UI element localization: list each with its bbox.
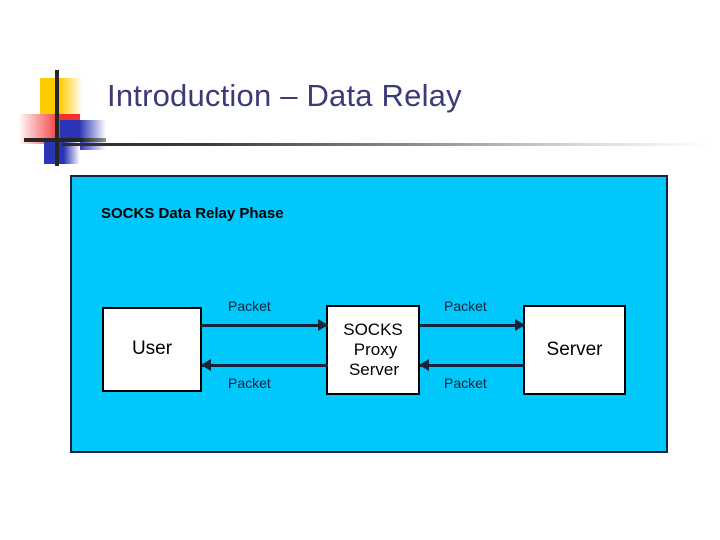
packet-label-user-to-proxy: Packet bbox=[228, 298, 271, 314]
page-title: Introduction – Data Relay bbox=[107, 78, 462, 113]
yellow-square-icon bbox=[40, 78, 82, 120]
arrow-proxy-to-user-shaft bbox=[202, 364, 328, 367]
horizontal-rule-icon bbox=[24, 138, 106, 142]
slide-decor-logo bbox=[18, 70, 106, 166]
packet-label-proxy-to-user: Packet bbox=[228, 375, 271, 391]
packet-label-server-to-proxy: Packet bbox=[444, 375, 487, 391]
blue-square-bottom-icon bbox=[44, 142, 80, 164]
vertical-rule-icon bbox=[55, 70, 59, 166]
node-server-label: Server bbox=[546, 338, 603, 360]
node-user: User bbox=[102, 307, 202, 392]
arrow-proxy-to-user-head-icon bbox=[201, 359, 211, 371]
node-socks-proxy-server: SOCKS Proxy Server bbox=[326, 305, 420, 395]
node-proxy-line1: SOCKS bbox=[343, 319, 403, 339]
title-divider bbox=[62, 143, 710, 146]
arrow-user-to-proxy-shaft bbox=[201, 324, 328, 327]
arrow-proxy-to-server-head-icon bbox=[515, 319, 525, 331]
arrow-server-to-proxy-head-icon bbox=[419, 359, 429, 371]
arrow-proxy-to-server-shaft bbox=[419, 324, 525, 327]
panel-heading: SOCKS Data Relay Phase bbox=[101, 205, 284, 222]
arrow-server-to-proxy-shaft bbox=[420, 364, 525, 367]
content-panel: SOCKS Data Relay Phase User SOCKS Proxy … bbox=[70, 175, 668, 453]
packet-label-proxy-to-server: Packet bbox=[444, 298, 487, 314]
node-proxy-line2: Proxy bbox=[353, 339, 398, 359]
arrow-user-to-proxy-head-icon bbox=[318, 319, 328, 331]
node-server: Server bbox=[523, 305, 626, 395]
node-proxy-line3: Server bbox=[348, 360, 400, 380]
node-user-label: User bbox=[131, 338, 173, 360]
